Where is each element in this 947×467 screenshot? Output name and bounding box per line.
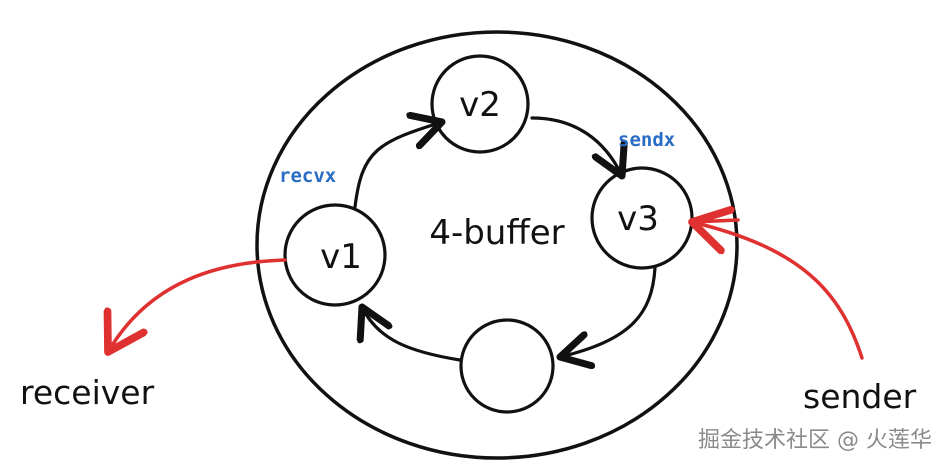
recvx-label: recvx xyxy=(279,165,336,187)
slot-v1 xyxy=(283,203,387,307)
slot-empty xyxy=(459,318,555,414)
arrow-v2-to-v3 xyxy=(530,116,622,176)
ring-buffer-outline xyxy=(255,30,739,460)
sendx-label: sendx xyxy=(618,129,675,151)
arrow-v3-to-empty xyxy=(560,266,657,357)
receiver-label: receiver xyxy=(20,373,155,412)
sender-arrow xyxy=(692,222,864,360)
arrow-empty-to-v1 xyxy=(362,307,462,362)
slot-v3-label: v3 xyxy=(617,199,659,239)
sender-arrow-stub xyxy=(690,218,740,224)
receiver-arrow xyxy=(108,258,287,352)
slot-v2 xyxy=(430,54,530,154)
slot-v2-label: v2 xyxy=(459,85,501,125)
watermark-text: 掘金技术社区 @ 火莲华 xyxy=(698,428,932,453)
sender-label: sender xyxy=(803,377,917,416)
buffer-size-label: 4-buffer xyxy=(429,213,564,253)
slot-v1-label: v1 xyxy=(320,237,362,277)
arrow-v1-to-v2 xyxy=(353,122,442,209)
